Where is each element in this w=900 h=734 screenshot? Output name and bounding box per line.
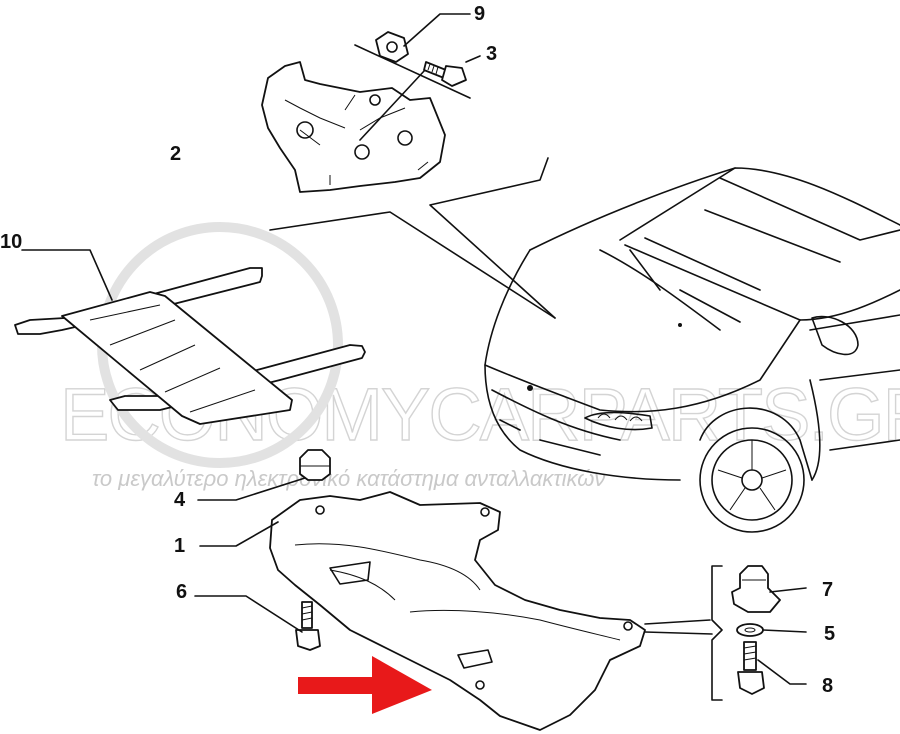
washer-part-5	[736, 623, 764, 637]
leader-1	[199, 521, 279, 547]
callout-9: 9	[474, 3, 485, 25]
car-outline	[484, 167, 900, 533]
grommet-part-7	[731, 565, 781, 613]
bolt-part-8	[737, 641, 765, 695]
callouts: 1 2 3 4 5 6 7 8 9 10	[0, 3, 835, 697]
bracket-line-9-3	[354, 44, 471, 99]
leader-6	[194, 595, 303, 633]
callout-1: 1	[174, 535, 185, 557]
leader-panel-to-group	[644, 619, 713, 635]
leader-7	[769, 587, 807, 593]
leader-9-to-bracket	[359, 69, 426, 141]
leader-5	[762, 629, 807, 633]
callout-8: 8	[822, 675, 833, 697]
bracket-line-5-7-8	[711, 565, 723, 701]
watermark-tagline: το μεγαλύτερο ηλεκτρονικό κατάστημα αντα…	[92, 466, 605, 491]
bolt-part-3	[423, 61, 467, 87]
callout-3: 3	[486, 43, 497, 65]
bolt-part-6	[295, 601, 321, 651]
undershield-part-10	[14, 267, 366, 425]
underbody-panel-part-1	[269, 491, 646, 731]
leader-car-part2b	[429, 157, 556, 319]
leader-8	[757, 659, 807, 685]
nut-part-4	[299, 449, 331, 481]
red-arrow-icon	[298, 656, 432, 714]
bracket-part-2	[261, 61, 446, 193]
callout-6: 6	[176, 581, 187, 603]
callout-5: 5	[824, 623, 835, 645]
leader-4	[197, 477, 306, 501]
callout-2: 2	[170, 143, 181, 165]
leader-9	[403, 13, 471, 47]
callout-4: 4	[174, 489, 186, 511]
leader-3	[465, 55, 481, 63]
callout-10: 10	[0, 231, 22, 253]
leader-10	[21, 249, 113, 301]
leader-car-part2	[269, 211, 556, 319]
callout-7: 7	[822, 579, 833, 601]
